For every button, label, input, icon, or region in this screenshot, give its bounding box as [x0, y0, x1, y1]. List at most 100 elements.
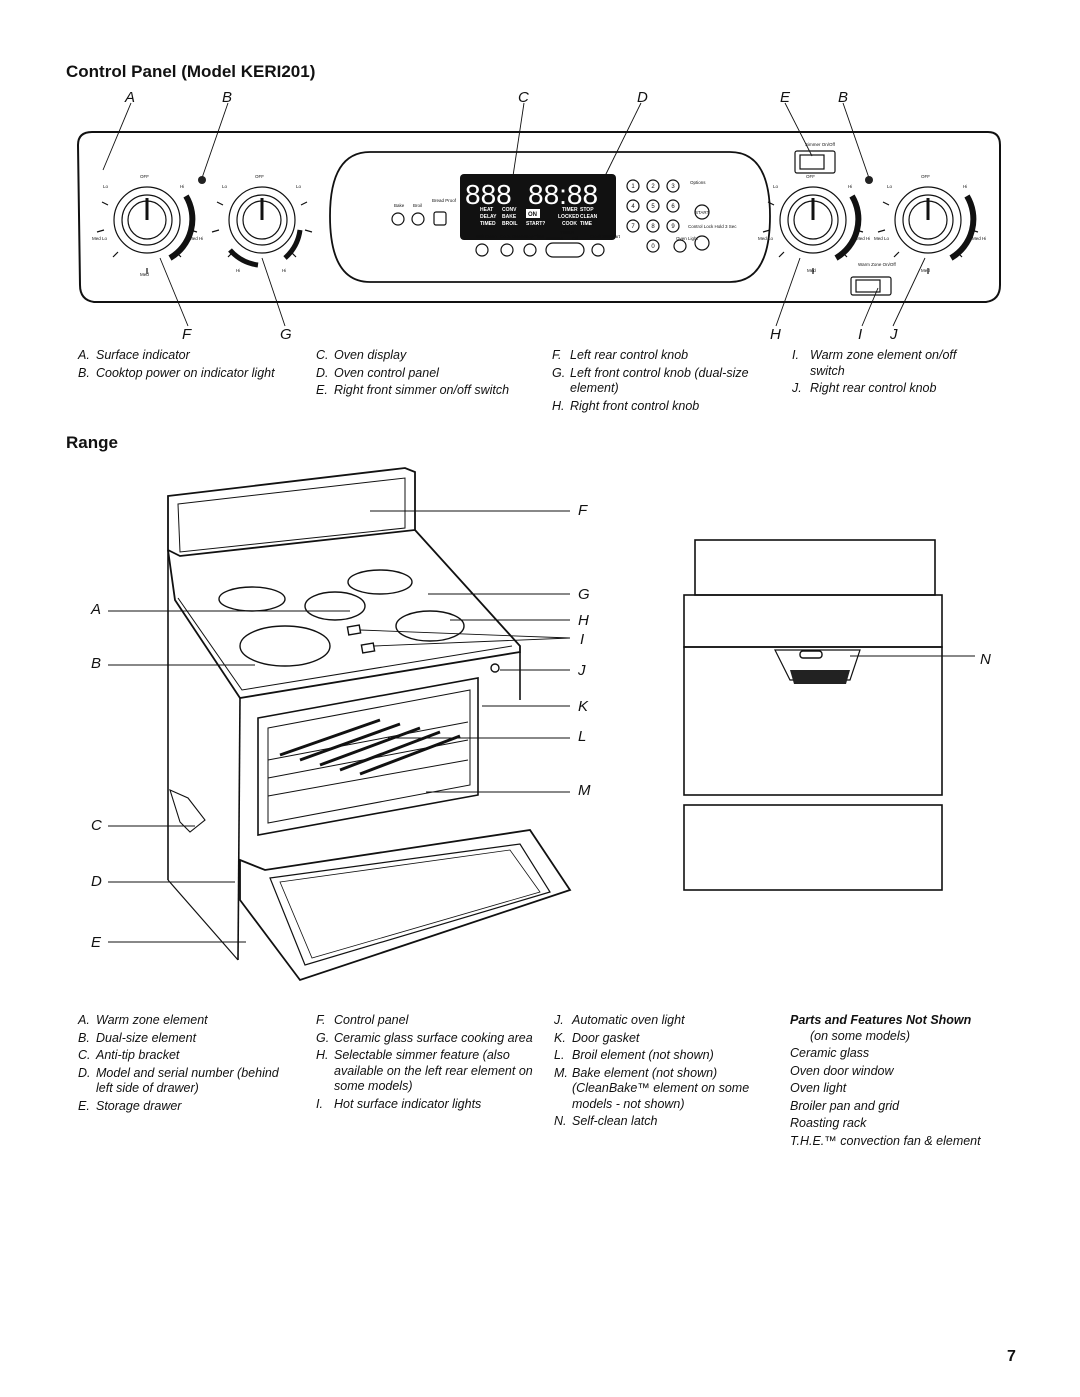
svg-text:Hi: Hi — [236, 268, 240, 273]
svg-text:Bake: Bake — [394, 203, 405, 208]
svg-text:Lo: Lo — [222, 184, 228, 189]
display-time: 88:88 — [528, 179, 598, 210]
callout-letter: I — [858, 326, 863, 343]
callout-letter: E — [780, 89, 791, 106]
svg-text:CONV: CONV — [502, 207, 517, 213]
svg-text:3: 3 — [671, 184, 675, 190]
svg-text:Med: Med — [921, 268, 930, 273]
svg-text:DELAY: DELAY — [480, 214, 497, 220]
svg-text:Hi: Hi — [180, 184, 184, 189]
callout-letter: F — [182, 326, 192, 343]
panel-legend-col1: A.Surface indicator B.Cooktop power on i… — [78, 348, 275, 380]
svg-text:Hi: Hi — [282, 268, 286, 273]
callout-letter: B — [91, 655, 102, 672]
svg-text:Med Lo: Med Lo — [758, 236, 774, 241]
svg-text:Bread Proof: Bread Proof — [432, 198, 457, 203]
svg-text:Self Clean: Self Clean — [476, 234, 497, 239]
svg-text:ON: ON — [528, 212, 537, 218]
svg-text:Cook Duration: Cook Duration — [500, 234, 529, 239]
callout-letter: E — [91, 934, 102, 951]
callout-letter: H — [578, 612, 589, 629]
svg-text:Simmer On/Off: Simmer On/Off — [805, 142, 836, 147]
svg-text:0: 0 — [651, 244, 655, 250]
not-shown-heading: Parts and Features Not Shown — [790, 1013, 972, 1027]
svg-text:START?: START? — [526, 221, 545, 227]
svg-text:TIMER: TIMER — [560, 230, 575, 235]
page-number: 7 — [1007, 1348, 1016, 1365]
range-legend-col2: F.Control panel G.Ceramic glass surface … — [316, 1013, 533, 1111]
svg-text:Med Hi: Med Hi — [856, 236, 870, 241]
callout-letter: N — [980, 651, 991, 668]
callout-letter: A — [91, 601, 102, 618]
svg-text:5: 5 — [651, 204, 655, 210]
range-legend-col3: J.Automatic oven light K.Door gasket L.B… — [554, 1013, 750, 1128]
svg-text:6: 6 — [671, 204, 675, 210]
svg-text:9: 9 — [671, 224, 675, 230]
svg-text:Lo: Lo — [296, 184, 302, 189]
control-panel-title: Control Panel (Model KERI201) — [66, 62, 316, 81]
display-digits: 888 — [465, 179, 512, 210]
svg-text:LOCKED: LOCKED — [558, 214, 580, 220]
svg-text:OFF: OFF — [806, 174, 815, 179]
svg-text:TIMED: TIMED — [480, 221, 496, 227]
svg-text:CLEAN: CLEAN — [580, 214, 598, 220]
callout-letter: F — [578, 502, 588, 519]
svg-text:Lo: Lo — [103, 184, 109, 189]
callout-letter: I — [580, 631, 585, 648]
panel-legend-col4: I.Warm zone element on/off switch J.Righ… — [792, 348, 957, 395]
callout-letter: G — [578, 586, 590, 603]
svg-text:4: 4 — [631, 204, 635, 210]
svg-text:Options: Options — [690, 180, 706, 185]
callout-letter: D — [91, 873, 102, 890]
callout-letter: L — [578, 728, 587, 745]
svg-text:OFF: OFF — [921, 174, 930, 179]
svg-text:Lo: Lo — [773, 184, 779, 189]
svg-text:STOP: STOP — [580, 207, 594, 213]
svg-text:8: 8 — [651, 224, 655, 230]
svg-text:TIMER: TIMER — [562, 207, 578, 213]
svg-text:Broil: Broil — [413, 203, 422, 208]
svg-text:Oven Light: Oven Light — [676, 236, 699, 241]
svg-text:Med Lo: Med Lo — [874, 236, 890, 241]
svg-text:1: 1 — [631, 184, 635, 190]
callout-letter: B — [838, 89, 849, 106]
panel-legend-col3: F.Left rear control knob G.Left front co… — [552, 348, 749, 413]
range-illustration — [108, 467, 975, 982]
callout-letter: G — [280, 326, 292, 343]
callout-letter: C — [518, 89, 529, 106]
svg-text:BAKE: BAKE — [502, 214, 517, 220]
svg-text:Off: Off — [572, 236, 579, 241]
svg-text:7: 7 — [631, 224, 635, 230]
svg-text:HEAT: HEAT — [480, 207, 493, 213]
callout-letter: M — [578, 782, 591, 799]
svg-text:2: 2 — [651, 184, 655, 190]
svg-text:TIME: TIME — [580, 221, 593, 227]
svg-text:Med Hi: Med Hi — [972, 236, 986, 241]
range-legend-col1: A.Warm zone element B.Dual-size element … — [78, 1013, 279, 1113]
callout-letter: C — [91, 817, 102, 834]
svg-text:OFF: OFF — [255, 174, 264, 179]
svg-text:BROIL: BROIL — [502, 221, 518, 227]
svg-text:Lo: Lo — [887, 184, 893, 189]
control-panel-illustration: 888 88:88 HEAT CONV TIMER STOP DELAY BAK… — [76, 102, 1001, 327]
svg-text:Set/Start: Set/Start — [546, 236, 564, 241]
svg-text:OFF: OFF — [140, 174, 149, 179]
svg-text:Hi: Hi — [848, 184, 852, 189]
svg-text:Hi: Hi — [963, 184, 967, 189]
svg-text:Warm Zone On/Off: Warm Zone On/Off — [858, 262, 897, 267]
callout-letter: H — [770, 326, 781, 343]
range-title: Range — [66, 433, 118, 452]
panel-legend-col2: C.Oven display D.Oven control panel E.Ri… — [316, 348, 510, 397]
not-shown-list: Parts and Features Not Shown (on some mo… — [790, 1013, 1030, 1151]
svg-text:Clock Set/Start: Clock Set/Start — [590, 234, 621, 239]
callout-letter: J — [578, 662, 586, 679]
callout-letter: J — [890, 326, 898, 343]
svg-text:Med Lo: Med Lo — [92, 236, 108, 241]
svg-text:COOK: COOK — [562, 221, 577, 227]
svg-text:Control Lock Hold 3 Sec: Control Lock Hold 3 Sec — [688, 224, 737, 229]
svg-text:Stop Time: Stop Time — [524, 234, 545, 239]
callout-letter: A — [125, 89, 136, 106]
callout-letter: D — [637, 89, 648, 106]
svg-text:Med: Med — [807, 268, 816, 273]
callout-letter: K — [578, 698, 589, 715]
